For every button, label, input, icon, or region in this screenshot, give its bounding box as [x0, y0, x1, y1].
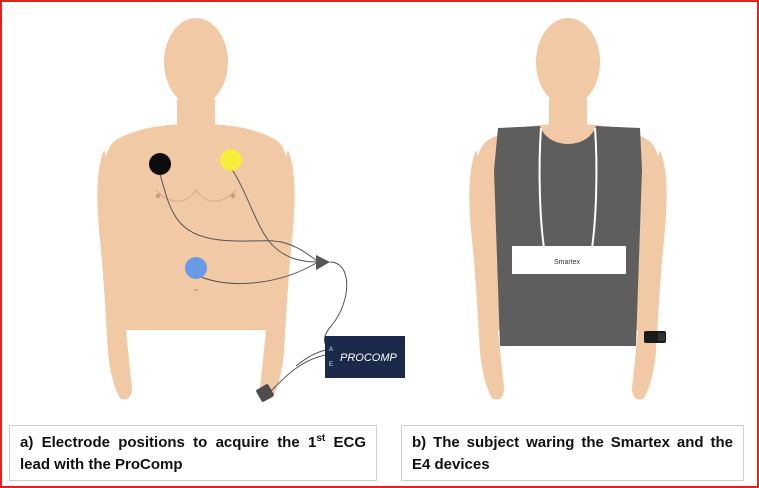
smartex-vest — [494, 126, 642, 346]
e4-wristband — [644, 331, 666, 343]
caption-b-text: b) The subject waring the Smartex and th… — [412, 434, 733, 473]
blue-electrode — [185, 257, 207, 279]
caption-a-text: a) Electrode positions to acquire the 1 — [20, 434, 316, 451]
caption-a-superscript: st — [316, 433, 325, 444]
caption-panel-b: b) The subject waring the Smartex and th… — [401, 425, 744, 481]
procomp-device: A E PROCOMP — [325, 336, 405, 378]
device-label: PROCOMP — [340, 352, 398, 364]
wire-connector — [316, 255, 330, 270]
vest-label: Smartex — [554, 259, 581, 266]
black-electrode — [149, 153, 171, 175]
device-port-a: A — [329, 347, 333, 353]
body-figure-a — [97, 18, 294, 400]
device-port-e: E — [329, 362, 333, 368]
caption-panel-a: a) Electrode positions to acquire the 1s… — [9, 425, 377, 481]
yellow-electrode — [220, 149, 242, 171]
